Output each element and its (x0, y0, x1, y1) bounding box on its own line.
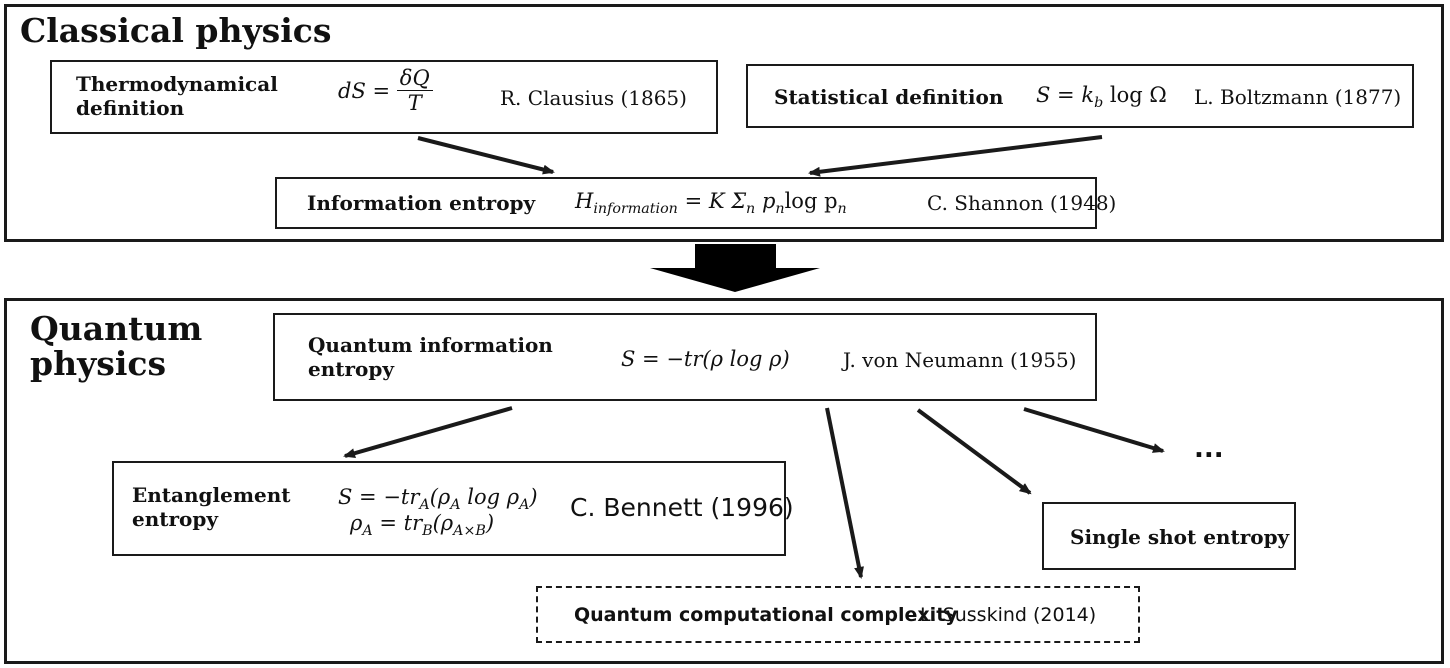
complexity-label: Quantum computational complexity (574, 604, 958, 626)
entanglement-entropy-box: Entanglement entropy S = −trA(ρA log ρA)… (112, 461, 794, 556)
arrow-qinfo-to-entanglement (343, 406, 513, 459)
information-entropy-box: Information entropy Hinformation = K Σn … (275, 177, 1116, 229)
quantum-physics-title: Quantum physics (30, 309, 203, 383)
quantum-information-entropy-box: Quantum information entropy S = −tr(ρ lo… (273, 313, 1097, 401)
clausius-author: R. Clausius (1865) (500, 86, 687, 110)
von-neumann-formula: S = −tr(ρ log ρ) (621, 347, 790, 371)
arrow-qinfo-to-more (1023, 407, 1165, 453)
entanglement-formula-1: S = −trA(ρA log ρA) (338, 485, 538, 514)
single-shot-entropy-box: Single shot entropy (1042, 502, 1296, 570)
susskind-author: L. Susskind (2014) (920, 604, 1097, 626)
arrow-statistical-to-information (808, 135, 1103, 177)
shannon-formula: Hinformation = K Σn pnlog pn (575, 189, 847, 218)
boltzmann-formula: S = kb log Ω (1036, 83, 1167, 112)
thermodynamical-definition-box: Thermodynamical definition dS = δQ T R. … (50, 60, 718, 134)
boltzmann-author: L. Boltzmann (1877) (1194, 85, 1402, 109)
classical-to-quantum-arrow (650, 244, 820, 292)
arrow-thermo-to-information (417, 136, 555, 175)
quantum-information-label: Quantum information entropy (308, 333, 553, 381)
statistical-label: Statistical definition (774, 85, 1004, 109)
statistical-definition-box: Statistical definition S = kb log Ω L. B… (746, 64, 1414, 128)
thermodynamical-label: Thermodynamical definition (76, 72, 278, 120)
entanglement-formula-2: ρA = trB(ρA×B) (350, 511, 495, 540)
shannon-author: C. Shannon (1948) (927, 191, 1117, 215)
bennett-author: C. Bennett (1996) (570, 493, 794, 522)
von-neumann-author: J. von Neumann (1955) (843, 348, 1077, 372)
entanglement-label: Entanglement entropy (132, 483, 291, 531)
information-entropy-label: Information entropy (307, 191, 536, 215)
clausius-formula: dS = δQ T (338, 66, 433, 115)
arrow-qinfo-to-complexity (825, 407, 864, 579)
single-shot-label: Single shot entropy (1070, 525, 1290, 549)
more-entropies-ellipsis: ... (1194, 434, 1224, 464)
classical-physics-title: Classical physics (20, 11, 332, 50)
quantum-complexity-box: Quantum computational complexity L. Suss… (536, 586, 1140, 643)
arrow-qinfo-to-single-shot (916, 408, 1032, 495)
